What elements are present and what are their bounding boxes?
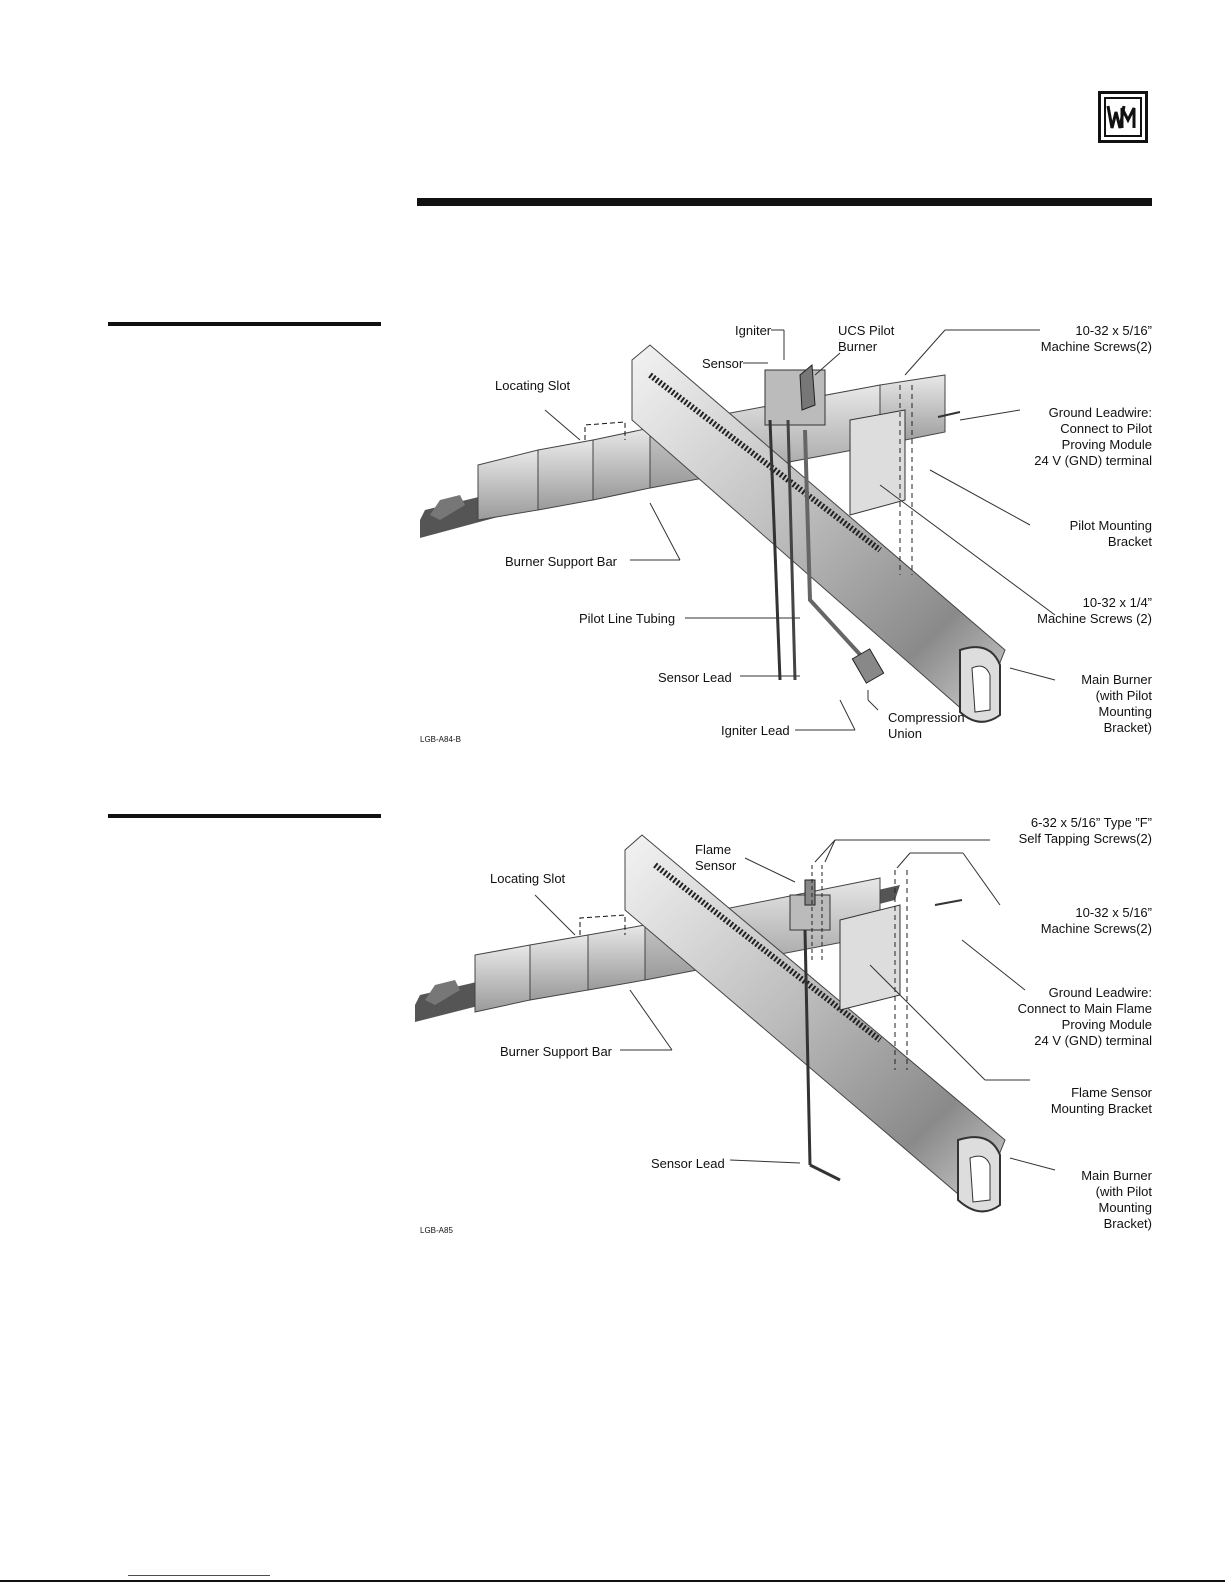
wm-logo <box>1098 91 1148 143</box>
header-rule <box>417 198 1152 206</box>
fig1-label-igniter: Igniter <box>735 323 772 338</box>
fig2-figure-code: LGB-A85 <box>420 1226 453 1235</box>
fig2-label-ground-leadwire: Ground Leadwire: Connect to Main Flame P… <box>1017 985 1152 1048</box>
fig2-label-machine-screws: 10-32 x 5/16” Machine Screws(2) <box>1040 905 1152 936</box>
fig1-label-pilot-line-tubing: Pilot Line Tubing <box>579 611 676 626</box>
fig2-label-self-tapping-screws: 6-32 x 5/16” Type ”F” Self Tapping Screw… <box>1018 815 1152 846</box>
wm-logo-mark <box>1104 97 1142 137</box>
fig1-label-main-burner: Main Burner (with Pilot Mounting Bracket… <box>1081 672 1152 735</box>
fig1-label-sensor-lead: Sensor Lead <box>658 670 732 685</box>
fig2-flame-sensor-assembly <box>789 865 963 1182</box>
bottom-rule <box>0 1580 1225 1582</box>
side-rule-2 <box>108 814 381 818</box>
fig1-label-locating-slot: Locating Slot <box>495 378 571 393</box>
fig1-label-machine-screws-top: 10-32 x 5/16” Machine Screws(2) <box>1040 323 1152 354</box>
fig2-label-main-burner: Main Burner (with Pilot Mounting Bracket… <box>1081 1168 1152 1231</box>
fig1-label-ucs-pilot-burner: UCS Pilot Burner <box>838 323 895 354</box>
side-rule-1 <box>108 322 381 326</box>
fig2-label-burner-support-bar: Burner Support Bar <box>500 1044 613 1059</box>
fig1-label-burner-support-bar: Burner Support Bar <box>505 554 618 569</box>
fig2-label-locating-slot: Locating Slot <box>490 871 566 886</box>
fig2-locating-slot-mark <box>579 914 626 935</box>
fig1-leader-lines <box>544 329 1056 731</box>
fig2-label-flame-sensor: Flame Sensor <box>695 842 737 873</box>
fig1-label-igniter-lead: Igniter Lead <box>721 723 790 738</box>
fig1-label-ground-leadwire: Ground Leadwire: Connect to Pilot Provin… <box>1034 405 1152 468</box>
bottom-link-underline[interactable] <box>128 1575 270 1576</box>
fig1-label-compression-union: Compression Union <box>888 710 965 741</box>
fig1-locating-slot-mark <box>584 421 626 440</box>
fig1-pilot-assembly <box>764 363 961 684</box>
fig2-leader-lines <box>534 839 1056 1171</box>
fig2-label-flame-sensor-bracket: Flame Sensor Mounting Bracket <box>1050 1085 1152 1116</box>
fig2-label-sensor-lead: Sensor Lead <box>651 1156 725 1171</box>
fig1-label-machine-screws-mid: 10-32 x 1/4” Machine Screws (2) <box>1037 595 1152 626</box>
fig1-label-sensor: Sensor <box>702 356 744 371</box>
fig1-label-pilot-mounting-bracket: Pilot Mounting Bracket <box>1069 518 1152 549</box>
wm-logo-icon <box>1106 105 1136 129</box>
fig1-figure-code: LGB-A84-B <box>420 735 461 744</box>
fig1-main-burner <box>631 344 1006 723</box>
fig2-main-burner <box>624 834 1006 1213</box>
